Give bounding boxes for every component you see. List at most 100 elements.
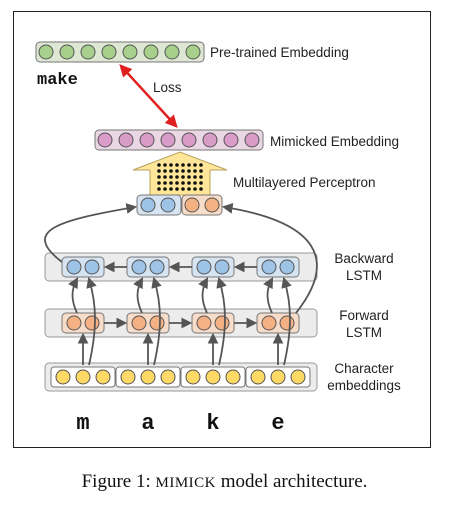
mlp-neuron [199, 181, 203, 185]
forward-to-backward-arrow [263, 277, 274, 314]
mlp-neurons [157, 163, 203, 191]
backward-unit [196, 259, 212, 275]
char-label-1: Character [334, 361, 394, 376]
forward-unit [214, 315, 230, 331]
mimicked-embedding [94, 129, 264, 151]
figure-frame [13, 11, 431, 448]
caption-prefix: Figure 1: [81, 471, 156, 492]
mimicked-unit [118, 132, 134, 148]
mimicked-unit [181, 132, 197, 148]
char-to-backward-arrow [151, 276, 162, 366]
mlp-neuron [169, 175, 173, 179]
mlp-neuron [157, 169, 161, 173]
mlp-neuron [175, 187, 179, 191]
pretrained-unit [143, 44, 159, 60]
final-backward-unit [140, 197, 156, 213]
mlp-neuron [181, 163, 185, 167]
backward-label-2: LSTM [346, 268, 382, 283]
backward-unit [66, 259, 82, 275]
forward-label-1: Forward [339, 308, 389, 323]
char-unit [120, 369, 136, 385]
char-unit [95, 369, 111, 385]
forward-unit [261, 315, 277, 331]
backward-label-1: Backward [334, 251, 393, 266]
mlp-neuron [181, 169, 185, 173]
mimicked-unit [160, 132, 176, 148]
pretrained-unit [101, 44, 117, 60]
backward-unit [131, 259, 147, 275]
mlp-neuron [181, 187, 185, 191]
char-unit [290, 369, 306, 385]
word-label: make [37, 71, 78, 90]
mlp-neuron [193, 163, 197, 167]
final-forward-unit [184, 197, 200, 213]
letter-m: m [76, 411, 89, 436]
mlp-neuron [163, 163, 167, 167]
mlp-neuron [163, 181, 167, 185]
final-states [136, 194, 223, 216]
mlp-arrow [132, 151, 228, 196]
connection-arrows [44, 203, 318, 366]
forward-final-arrow [221, 203, 318, 314]
mimicked-unit [223, 132, 239, 148]
char-to-backward-arrow [281, 276, 292, 366]
char-unit [185, 369, 201, 385]
caption-suffix: model architecture. [216, 471, 368, 492]
pretrained-unit [164, 44, 180, 60]
char-unit [160, 369, 176, 385]
forward-label-2: LSTM [346, 325, 382, 340]
backward-unit [261, 259, 277, 275]
mlp-neuron [169, 169, 173, 173]
mlp-neuron [187, 169, 191, 173]
mimicked-unit [202, 132, 218, 148]
loss-arrow [119, 64, 178, 128]
mlp-label: Multilayered Perceptron [233, 175, 376, 190]
forward-unit [149, 315, 165, 331]
mlp-neuron [169, 181, 173, 185]
mlp-neuron [175, 169, 179, 173]
pretrained-label: Pre-trained Embedding [210, 45, 349, 60]
caption-model-name: MIMICK [155, 475, 216, 491]
mlp-neuron [193, 169, 197, 173]
char-unit [270, 369, 286, 385]
mlp-neuron [157, 187, 161, 191]
mlp-neuron [181, 181, 185, 185]
mlp-neuron [157, 175, 161, 179]
backward-unit [149, 259, 165, 275]
mlp-neuron [199, 175, 203, 179]
architecture-diagram: Pre-trained Embedding make Loss Mimicked… [35, 41, 401, 436]
backward-unit [279, 259, 295, 275]
mlp-neuron [163, 169, 167, 173]
forward-unit [279, 315, 295, 331]
mimicked-unit [244, 132, 260, 148]
backward-unit [84, 259, 100, 275]
mlp-neuron [193, 181, 197, 185]
char-label-2: embeddings [327, 378, 401, 393]
mlp-neuron [169, 187, 173, 191]
mimicked-unit [97, 132, 113, 148]
mlp-neuron [163, 187, 167, 191]
mlp-neuron [187, 163, 191, 167]
final-forward-unit [204, 197, 220, 213]
char-to-backward-arrow [216, 276, 227, 366]
mimicked-unit [139, 132, 155, 148]
mlp-neuron [187, 187, 191, 191]
letter-k: k [206, 411, 219, 436]
backward-unit [214, 259, 230, 275]
mlp-neuron [187, 175, 191, 179]
backward-final-arrow [44, 203, 138, 263]
mlp-neuron [193, 175, 197, 179]
mlp-neuron [193, 187, 197, 191]
mlp-neuron [157, 163, 161, 167]
pretrained-unit [80, 44, 96, 60]
forward-unit [84, 315, 100, 331]
mlp-neuron [175, 181, 179, 185]
mlp-neuron [199, 163, 203, 167]
forward-unit [196, 315, 212, 331]
loss-label: Loss [153, 80, 182, 95]
char-unit [250, 369, 266, 385]
forward-to-backward-arrow [198, 277, 209, 314]
pretrained-embedding [35, 41, 205, 63]
char-unit [75, 369, 91, 385]
figure-caption: Figure 1: MIMICK model architecture. [0, 471, 449, 493]
